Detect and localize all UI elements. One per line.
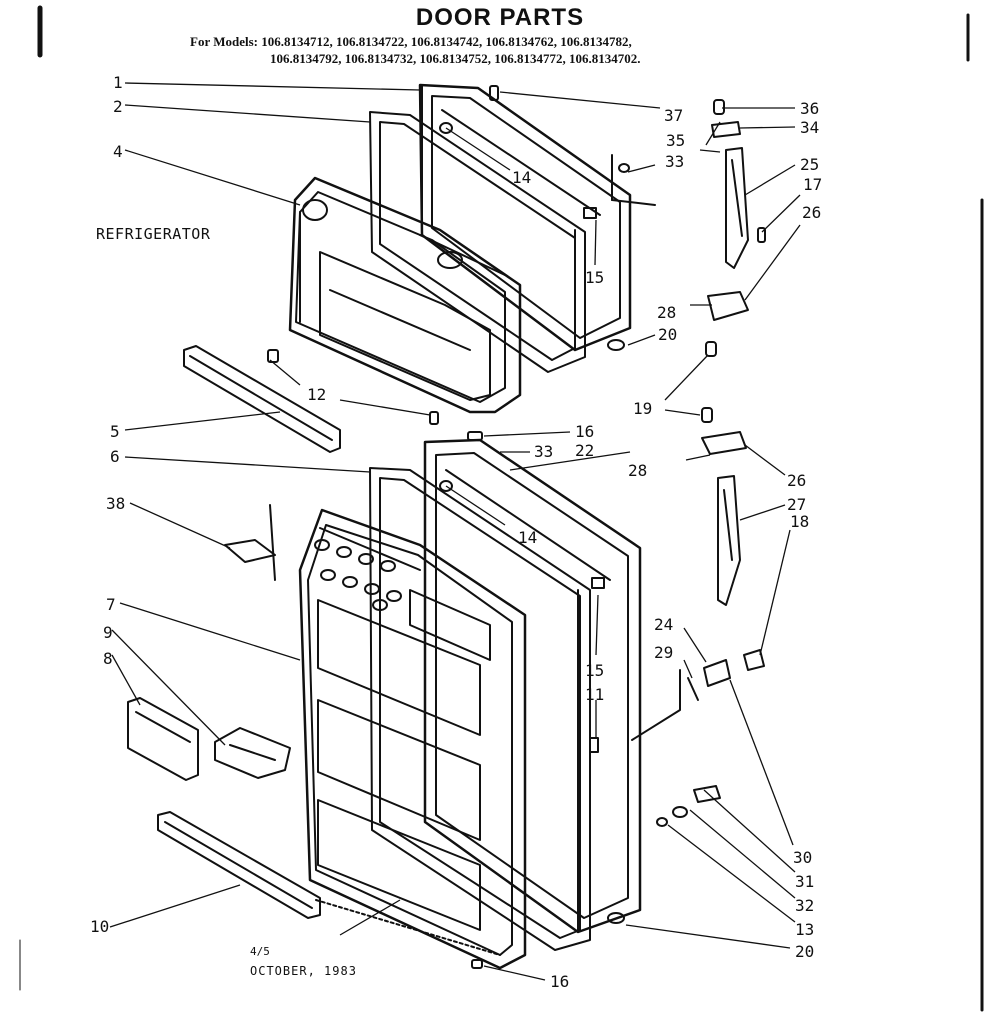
callout-24: 24 — [654, 615, 673, 634]
models-prefix: For Models: — [190, 34, 258, 49]
freezer-shelf-rail — [183, 345, 341, 453]
callout-14-lower: 14 — [518, 528, 537, 547]
callout-31: 31 — [795, 872, 814, 891]
fresh-food-door-liner — [298, 508, 527, 970]
callout-10: 10 — [90, 917, 109, 936]
upper-hinge-assembly — [607, 99, 766, 455]
diagram-title: DOOR PARTS — [415, 4, 585, 31]
model-list: For Models: 106.8134712, 106.8134722, 10… — [190, 33, 810, 67]
callout-26-lower: 26 — [787, 471, 806, 490]
callout-9: 9 — [103, 623, 113, 642]
callout-14-upper: 14 — [512, 168, 531, 187]
callout-18: 18 — [790, 512, 809, 531]
callout-2: 2 — [113, 97, 123, 116]
callout-8: 8 — [103, 649, 113, 668]
callout-33-lower: 33 — [534, 442, 553, 461]
callout-32: 32 — [795, 896, 814, 915]
door-bin — [127, 697, 199, 781]
callout-16-upper: 16 — [575, 422, 594, 441]
callout-17: 17 — [803, 175, 822, 194]
callout-26-upper: 26 — [802, 203, 821, 222]
callout-37: 37 — [664, 106, 683, 125]
leader-lines — [109, 82, 801, 981]
fresh-food-door-gasket — [369, 467, 591, 951]
callout-16-lower: 16 — [550, 972, 569, 991]
revision-date: OCTOBER, 1983 — [250, 964, 357, 978]
callout-29: 29 — [654, 643, 673, 662]
fresh-food-shelf-rail — [157, 811, 321, 919]
freezer-door-liner — [288, 176, 522, 414]
callout-33-upper: 33 — [665, 152, 684, 171]
section-label: REFRIGERATOR — [96, 225, 211, 243]
scan-edge-marks — [19, 5, 984, 1012]
callout-7: 7 — [106, 595, 116, 614]
callout-1: 1 — [113, 73, 123, 92]
callout-35: 35 — [666, 131, 685, 150]
freezer-door-gasket — [369, 111, 586, 373]
callout-28-upper: 28 — [657, 303, 676, 322]
callout-20-lower: 20 — [795, 942, 814, 961]
callout-numbers: 1 2 4 5 6 7 8 9 10 11 12 13 14 14 15 15 … — [90, 73, 822, 991]
fasteners — [267, 85, 605, 969]
callout-34: 34 — [800, 118, 819, 137]
callout-25: 25 — [800, 155, 819, 174]
page-number: 4/5 — [250, 945, 270, 958]
fresh-food-door-panel — [423, 438, 642, 934]
dairy-tray — [214, 727, 291, 779]
callout-22: 22 — [575, 441, 594, 460]
callout-4: 4 — [113, 142, 123, 161]
callout-11: 11 — [585, 685, 604, 704]
callout-27: 27 — [787, 495, 806, 514]
butter-compartment-door — [224, 504, 276, 581]
callout-20-upper: 20 — [658, 325, 677, 344]
models-line-1: 106.8134712, 106.8134722, 106.8134742, 1… — [261, 34, 632, 49]
models-line-2: 106.8134792, 106.8134732, 106.8134752, 1… — [270, 51, 641, 66]
callout-19: 19 — [633, 399, 652, 418]
callout-38: 38 — [106, 494, 125, 513]
callout-6: 6 — [110, 447, 120, 466]
callout-5: 5 — [110, 422, 120, 441]
lower-hinge-assembly — [589, 475, 765, 924]
callout-28-lower: 28 — [628, 461, 647, 480]
callout-36: 36 — [800, 99, 819, 118]
callout-15-lower: 15 — [585, 661, 604, 680]
callout-30: 30 — [793, 848, 812, 867]
callout-13: 13 — [795, 920, 814, 939]
callout-12: 12 — [307, 385, 326, 404]
callout-15-upper: 15 — [585, 268, 604, 287]
